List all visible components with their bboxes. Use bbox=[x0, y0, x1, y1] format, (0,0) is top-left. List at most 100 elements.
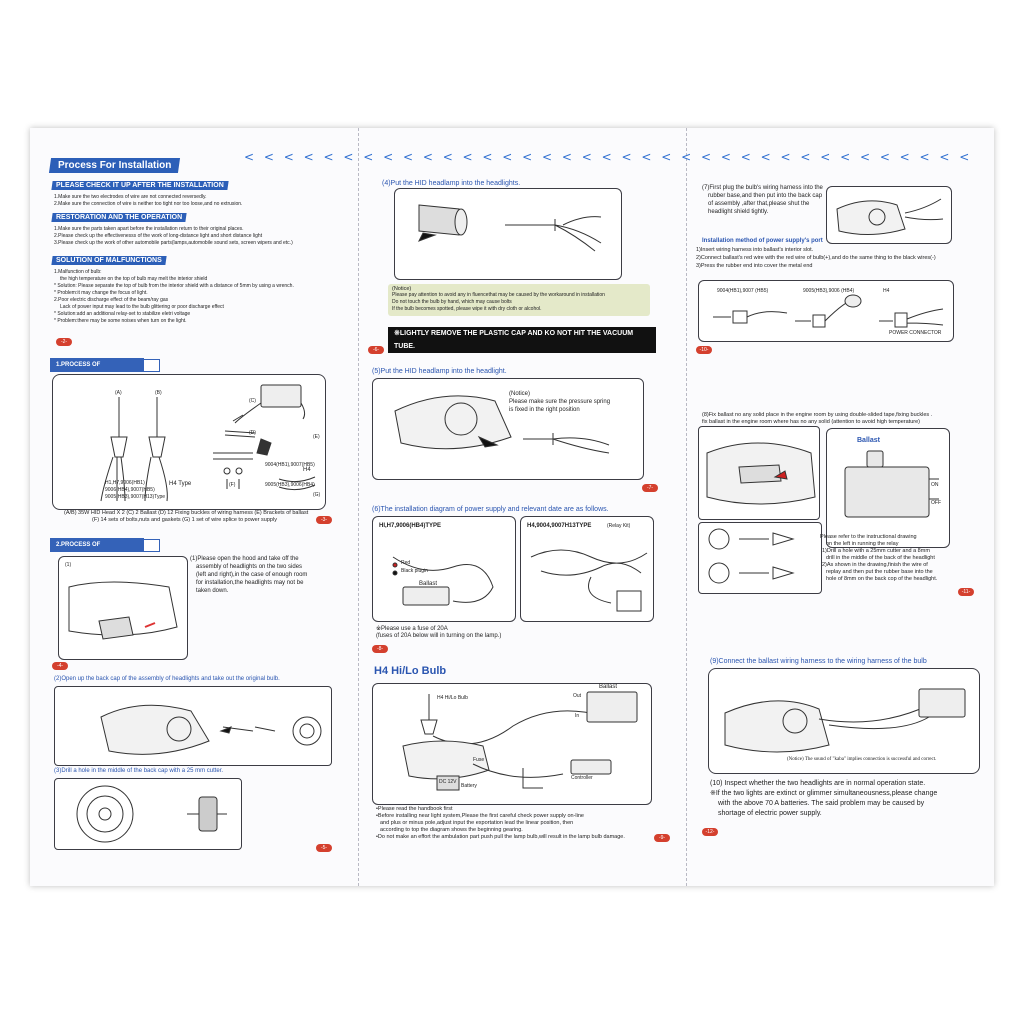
relay-note-4: drill in the middle of the back of the h… bbox=[826, 555, 935, 561]
step1-line-5: taken down. bbox=[196, 588, 229, 594]
fuse-note-2: (fuses of 20A below will in turning on t… bbox=[376, 633, 502, 639]
h4-bulb-label: H4 Hi/Lo Bulb bbox=[437, 695, 468, 701]
spring-notice-line-1: Please make sure the pressure spring bbox=[509, 399, 611, 405]
power-connector-label: POWER CONNECTOR bbox=[889, 330, 942, 336]
ballast-figure-title: Ballast bbox=[857, 437, 880, 444]
figure-tag: (1) bbox=[65, 562, 72, 568]
dc-label: DC 12V bbox=[439, 779, 457, 785]
page-number: -12- bbox=[702, 828, 718, 836]
step1-line-3: (left and right),in the case of enough r… bbox=[196, 572, 308, 578]
power-step-2: 2)Connect ballast's red wire with the re… bbox=[696, 255, 936, 261]
fold-line-right bbox=[686, 128, 688, 886]
label-c: (C) bbox=[249, 398, 256, 404]
page-number: -3- bbox=[316, 516, 332, 524]
notice-title: (Notice) bbox=[392, 286, 412, 292]
connector-label-1: 9004(HB1),9007 (HB5) bbox=[717, 288, 769, 294]
connector-figure: 9004(HB1),9007 (HB5) 9005(HB3),9006 (HB4… bbox=[698, 280, 954, 342]
h4-bullet-2: •Before installing near light system,Ple… bbox=[376, 813, 584, 819]
type-a-label: HI,H7,9006(HB4)TYPE bbox=[379, 523, 442, 529]
label-a: (A) bbox=[115, 390, 122, 396]
check-line-1: 1.Make sure the two electrodes of wire a… bbox=[54, 194, 207, 200]
step4-text: (4)Put the HID headlamp into the headlig… bbox=[382, 180, 521, 187]
step7-line-4: headlight shield tightly. bbox=[708, 209, 769, 215]
connector-label-2: 9005(HB3),9006(HB4) bbox=[265, 482, 315, 488]
battery-label: Battery bbox=[461, 783, 477, 789]
notice-line-2: Do not touch the bulb by hand, which may… bbox=[392, 299, 512, 305]
connector-label-2: 9005(HB3),9006 (HB4) bbox=[803, 288, 855, 294]
step10-line-3: with the above 70 A batteries. The said … bbox=[718, 800, 925, 807]
spring-notice-title: (Notice) bbox=[509, 391, 531, 397]
malfunction-line-6: Lack of power input may lead to the bulb… bbox=[60, 304, 224, 310]
step7-line-2: rubber base,and then put into the back c… bbox=[708, 193, 823, 199]
relay-kit-label: (Relay Kit) bbox=[607, 523, 631, 529]
rubber-base-figure bbox=[826, 186, 952, 244]
malfunction-line-5: 2.Poor electric discharge effect of the … bbox=[54, 297, 169, 303]
page-number: -4- bbox=[52, 662, 68, 670]
models-line-1: H1,H7,9006(HB1) bbox=[105, 480, 145, 486]
page-number: -6- bbox=[368, 346, 384, 354]
relay-note-5: 2)As shown in the drawing,finish the wir… bbox=[822, 562, 928, 568]
fuse-label: Fuse bbox=[473, 757, 485, 763]
engine-room-figure bbox=[698, 426, 820, 520]
label-b: (B) bbox=[155, 390, 162, 396]
drill-figure bbox=[54, 778, 242, 850]
step9-text: (9)Connect the ballast wiring harness to… bbox=[710, 658, 927, 665]
ballast-label: Ballast bbox=[419, 581, 438, 587]
type-b-label: H4,9004,9007H13TYPE bbox=[527, 523, 592, 529]
h4-bullet-3: and plus or minus pole,adjust input the … bbox=[380, 820, 574, 826]
back-cap-illustration bbox=[100, 704, 322, 755]
malfunction-line-1: 1.Malfunction of bulb: bbox=[54, 269, 102, 275]
section-malfunctions-title: SOLUTION OF MALFUNCTIONS bbox=[51, 256, 167, 265]
step10-line-2: ※If the two lights are extinct or glimme… bbox=[710, 790, 938, 797]
restoration-line-3: 3.Please check up the work of other auto… bbox=[54, 240, 293, 246]
headlamp-illustration bbox=[417, 204, 602, 252]
relay-note-6: replay and then put the rubber base into… bbox=[826, 569, 933, 575]
h4-bullet-1: •Please read the handbook first bbox=[376, 806, 453, 812]
label-g: (G) bbox=[313, 492, 321, 498]
malfunction-line-2: the high temperature on the top of bulb … bbox=[60, 276, 208, 282]
relay-figure bbox=[698, 522, 822, 594]
h4-label: H4 bbox=[303, 467, 311, 473]
engine-room-illustration bbox=[706, 442, 816, 505]
relay-note-3: 1)Drill a hole with a 25mm cutter and a … bbox=[822, 548, 930, 554]
power-step-1: 1)Insert wiring harness into ballast's i… bbox=[696, 247, 814, 253]
step2-text: (2)Open up the back cap of the assembly … bbox=[54, 676, 280, 682]
restoration-line-1: 1.Make sure the parts taken apart before… bbox=[54, 226, 244, 232]
step1-line-1: (1)Please open the hood and take off the bbox=[190, 556, 299, 562]
page-number: -5- bbox=[316, 844, 332, 852]
ballast-figure: Ballast ON OFF bbox=[826, 428, 950, 548]
harness-notice: (Notice) The sound of "kaba" implies con… bbox=[787, 757, 937, 762]
section-restoration-title: RESTORATION AND THE OPERATION bbox=[51, 213, 187, 222]
step7-line-1: (7)First plug the bulb's wiring harness … bbox=[702, 185, 823, 191]
page-number: -11- bbox=[958, 588, 974, 596]
step3-text: (3)Drill a hole in the middle of the bac… bbox=[54, 768, 224, 774]
spring-notice-line-2: is fixed in the right position bbox=[509, 407, 580, 413]
notice-box: (Notice) Please pay attention to avoid a… bbox=[388, 284, 650, 316]
step10-line-4: shortage of electric power supply. bbox=[718, 810, 822, 817]
process-1-title: 1.PROCESS OF INSTALLATION bbox=[50, 358, 160, 382]
page-number: -10- bbox=[696, 346, 712, 354]
malfunction-line-7: * Solution:add an additional relay-set t… bbox=[54, 311, 191, 317]
hood-figure: (1) bbox=[58, 556, 188, 660]
harness-figure: (Notice) The sound of "kaba" implies con… bbox=[708, 668, 980, 774]
notice-line-3: If the bulb becomes spotted, please wipe… bbox=[392, 306, 542, 312]
chevron-strip: < < < < < < < < < < < < < < < < < < < < … bbox=[244, 150, 973, 164]
off-label: OFF bbox=[931, 500, 941, 506]
spring-illustration bbox=[394, 395, 610, 454]
page-number: -2- bbox=[56, 338, 72, 346]
page-number: -8- bbox=[372, 645, 388, 653]
on-label: ON bbox=[931, 482, 939, 488]
manual-sheet: < < < < < < < < < < < < < < < < < < < < … bbox=[30, 128, 994, 886]
h4-type-label: H4 Type bbox=[169, 481, 192, 487]
page-number: -9- bbox=[654, 834, 670, 842]
controller-label: Controller bbox=[571, 775, 593, 781]
black-label: Black plugin bbox=[401, 568, 428, 574]
step8-line-2: fix ballast in the engine room where has… bbox=[702, 419, 920, 425]
power-step-3: 3)Press the rubber end into cover the me… bbox=[696, 263, 813, 269]
relay-illustration bbox=[708, 528, 795, 584]
label-e: (E) bbox=[313, 434, 320, 440]
page-title: Process For Installation bbox=[48, 158, 181, 173]
step6-text: (6)The installation diagram of power sup… bbox=[372, 506, 609, 513]
section-check-title: PLEASE CHECK IT UP AFTER THE INSTALLATIO… bbox=[51, 181, 229, 190]
step10-line-1: (10) Inspect whether the two headlights … bbox=[710, 780, 926, 787]
